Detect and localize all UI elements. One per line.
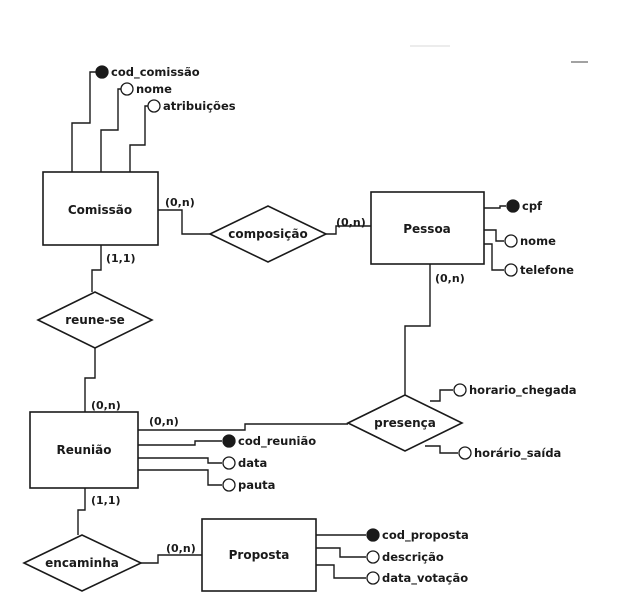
cardinality-pessoa-presenca: (0,n)	[435, 272, 465, 285]
edge-nome-comissao	[100, 88, 121, 172]
entity-pessoa: Pessoa	[370, 191, 485, 265]
relationship-presenca: presença	[346, 394, 464, 452]
key-attribute-icon	[506, 199, 520, 213]
attr-cod-comissao: cod_comissão	[111, 65, 200, 80]
cardinality-comissao-composicao: (0,n)	[165, 196, 195, 209]
entity-label: Comissão	[68, 203, 132, 217]
cardinality-comissao-reune: (1,1)	[106, 252, 136, 265]
relationship-encaminha: encaminha	[22, 534, 143, 592]
edge-comissao-reune	[91, 245, 102, 292]
attribute-icon	[120, 82, 134, 96]
attr-cod-proposta: cod_proposta	[382, 528, 469, 543]
edge-horario-saida	[425, 445, 458, 454]
edge-composicao-pessoa	[326, 225, 371, 235]
attribute-icon	[458, 446, 472, 460]
attribute-icon	[504, 263, 518, 277]
attr-atribuicoes: atribuições	[163, 99, 236, 113]
attr-pauta: pauta	[238, 478, 275, 492]
edge-reune-reuniao	[84, 348, 96, 412]
entity-label: Proposta	[229, 548, 290, 562]
edge-cod-comissao	[71, 71, 96, 172]
edge-cod-reuniao	[138, 440, 222, 446]
attr-horario-saida: horário_saída	[474, 446, 561, 461]
entity-label: Reunião	[57, 443, 112, 457]
relationship-label: presença	[374, 416, 436, 430]
edge-encaminha-proposta	[141, 554, 202, 564]
edge-descricao	[316, 547, 366, 558]
attribute-icon	[504, 234, 518, 248]
attribute-icon	[366, 550, 380, 564]
entity-reuniao: Reunião	[29, 411, 139, 489]
cardinality-reuniao-reune: (0,n)	[91, 399, 121, 412]
edge-cpf	[484, 205, 506, 209]
attribute-icon	[453, 383, 467, 397]
attr-telefone: telefone	[520, 263, 574, 277]
attr-cod-reuniao: cod_reunião	[238, 434, 316, 449]
edge-data-votacao	[316, 564, 366, 579]
edge-pessoa-presenca	[404, 264, 431, 395]
cardinality-reuniao-encaminha: (1,1)	[91, 494, 121, 507]
attribute-icon	[366, 571, 380, 585]
attr-cpf: cpf	[522, 199, 543, 213]
edge-comissao-composicao	[158, 209, 210, 235]
edge-telefone	[484, 243, 504, 271]
relationship-label: composição	[228, 227, 307, 241]
cardinality-reuniao-presenca: (0,n)	[149, 415, 179, 428]
relationship-reune-se: reune-se	[36, 291, 154, 349]
relationship-label: reune-se	[65, 313, 125, 327]
entity-comissao: Comissão	[42, 171, 159, 246]
cardinality-pessoa-composicao: (0,n)	[336, 216, 366, 229]
edge-pauta	[138, 469, 222, 486]
entity-proposta: Proposta	[201, 518, 317, 592]
edge-reuniao-presenca	[138, 423, 348, 431]
attr-descricao: descrição	[382, 550, 444, 564]
relationship-composicao: composição	[208, 205, 328, 263]
cardinality-proposta-encaminha: (0,n)	[166, 542, 196, 555]
attribute-icon	[222, 456, 236, 470]
attr-data: data	[238, 456, 267, 470]
edge-horario-chegada	[430, 389, 453, 402]
attr-horario-chegada: horario_chegada	[469, 383, 577, 398]
edge-atribuicoes	[129, 105, 148, 172]
entity-label: Pessoa	[403, 222, 451, 236]
edge-nome-pessoa	[484, 229, 504, 242]
edge-reuniao-encaminha	[77, 488, 86, 535]
attr-data-votacao: data_votação	[382, 571, 468, 586]
edge-data	[138, 457, 222, 464]
key-attribute-icon	[222, 434, 236, 448]
attribute-icon	[147, 99, 161, 113]
attribute-icon	[222, 478, 236, 492]
relationship-label: encaminha	[45, 556, 119, 570]
key-attribute-icon	[95, 65, 109, 79]
key-attribute-icon	[366, 528, 380, 542]
attr-nome-comissao: nome	[136, 82, 172, 96]
edges	[71, 71, 506, 579]
attr-nome-pessoa: nome	[520, 234, 556, 248]
